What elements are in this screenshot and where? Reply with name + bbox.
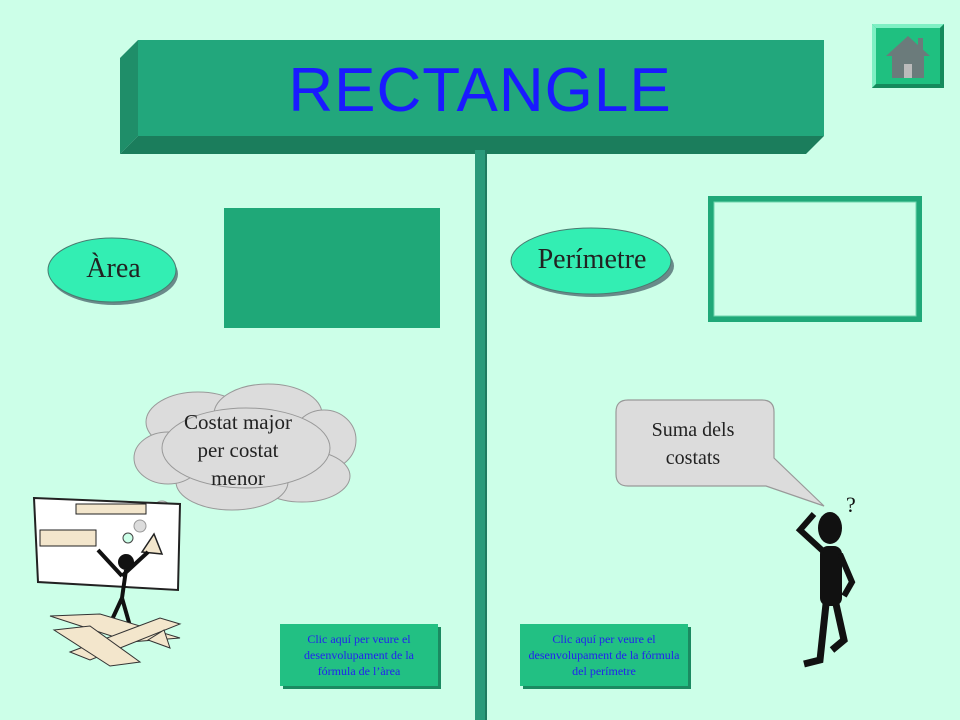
area-rectangle-shape [224, 208, 440, 328]
area-formula-hint: Costat major per costat menor [150, 408, 326, 492]
svg-text:?: ? [846, 492, 856, 517]
thought-cloud [133, 383, 357, 520]
area-formula-link[interactable]: Clic aquí per veure el desenvolupament d… [280, 624, 438, 686]
perimeter-formula-hint: Suma dels costats [618, 416, 768, 472]
area-oval [47, 237, 178, 305]
thinking-figure-illustration: ? [795, 492, 856, 668]
area-label: Àrea [86, 252, 141, 284]
perimeter-formula-link[interactable]: Clic aquí per veure el desenvolupament d… [520, 624, 688, 686]
figure-at-easel-illustration [32, 496, 182, 667]
perimeter-hint-line-1: Suma dels [651, 419, 735, 441]
home-button[interactable] [872, 24, 944, 88]
page-title: RECTANGLE [288, 55, 672, 125]
perimeter-button[interactable]: Perímetre [508, 224, 676, 300]
perimeter-rectangle-shape [708, 196, 922, 322]
perimeter-label: Perímetre [537, 244, 647, 275]
perimeter-oval [510, 227, 674, 297]
area-hint-line-3: menor [211, 466, 265, 490]
home-icon [872, 24, 944, 88]
speech-bubble [615, 399, 825, 507]
area-hint-line-2: per costat [197, 438, 279, 462]
sign-pole [475, 150, 485, 720]
title-sign [120, 40, 824, 154]
area-button[interactable]: Àrea [46, 233, 181, 308]
perimeter-hint-line-2: costats [665, 447, 721, 469]
area-hint-line-1: Costat major [184, 410, 292, 434]
